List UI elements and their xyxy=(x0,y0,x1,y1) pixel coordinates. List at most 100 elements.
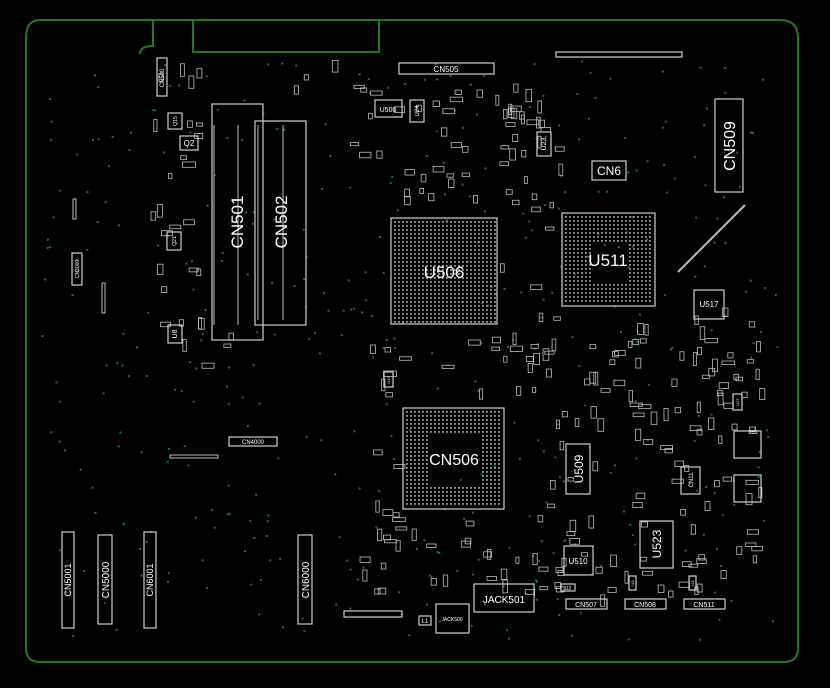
connector-cn4000[interactable]: CN4000 xyxy=(228,436,278,447)
bga-ball xyxy=(645,260,647,262)
chip-u511[interactable]: U511 xyxy=(561,212,656,307)
chip-u27[interactable]: U27 xyxy=(732,393,743,411)
connector-cn5001[interactable]: CN5001 xyxy=(61,531,75,629)
chip-u24[interactable]: U24 xyxy=(409,99,425,123)
chip-u506[interactable]: U506 xyxy=(390,217,498,325)
passive-component xyxy=(180,155,187,160)
connector-cn501[interactable]: CN501 xyxy=(211,103,264,341)
chip-u13[interactable]: U13 xyxy=(383,371,394,388)
transistor-q21[interactable]: Q21 xyxy=(166,231,182,251)
inductor-l1[interactable]: L1 xyxy=(418,615,432,626)
chip-u3[interactable]: U3 xyxy=(628,575,637,591)
connector-cn5000[interactable]: CN5000 xyxy=(97,534,113,625)
transistor-q15[interactable]: Q15 xyxy=(167,112,183,130)
chip-u4[interactable]: U4 xyxy=(688,575,697,591)
bga-ball xyxy=(482,483,484,485)
bga-ball xyxy=(498,495,500,497)
bga-ball xyxy=(593,224,595,226)
connector-cn506[interactable]: CN506 xyxy=(402,407,505,510)
via xyxy=(111,135,114,138)
connector-cn507[interactable]: CN507 xyxy=(565,598,608,610)
bga-ball xyxy=(434,265,436,267)
transistor-q2[interactable]: Q2 xyxy=(179,135,199,151)
bga-ball xyxy=(649,260,651,262)
chip-u23[interactable]: U23 xyxy=(536,131,552,157)
bga-ball xyxy=(605,216,607,218)
bga-ball xyxy=(422,459,424,461)
via xyxy=(192,400,195,403)
bga-ball xyxy=(410,447,412,449)
bga-ball xyxy=(490,415,492,417)
via xyxy=(213,526,216,529)
bga-ball xyxy=(414,241,416,243)
bga-ball xyxy=(442,415,444,417)
bga-ball xyxy=(498,447,500,449)
bga-ball xyxy=(450,419,452,421)
connector-cn11[interactable]: CN11 xyxy=(680,466,701,495)
bga-ball xyxy=(462,269,464,271)
bga-ball xyxy=(589,252,591,254)
bga-ball xyxy=(470,309,472,311)
bga-ball xyxy=(613,236,615,238)
passive-component xyxy=(549,202,554,209)
via xyxy=(415,547,418,550)
bga-ball xyxy=(418,471,420,473)
bga-ball xyxy=(577,284,579,286)
jack-500[interactable]: JACK500 xyxy=(435,603,470,634)
chip-u509[interactable]: U509 xyxy=(565,443,591,495)
bga-ball xyxy=(569,244,571,246)
connector-cn502[interactable]: CN502 xyxy=(254,120,307,326)
connector-cn511[interactable]: CN511 xyxy=(683,598,726,610)
passive-component xyxy=(614,350,626,356)
connector-cn6001[interactable]: CN6001 xyxy=(143,531,157,629)
bga-ball xyxy=(641,244,643,246)
bga-ball xyxy=(486,451,488,453)
bga-ball xyxy=(589,300,591,302)
connector-cn508[interactable]: CN508 xyxy=(624,598,667,610)
via xyxy=(46,238,49,241)
chip-u500[interactable]: U500 xyxy=(374,99,403,118)
bga-ball xyxy=(569,264,571,266)
bga-ball xyxy=(605,288,607,290)
bga-ball xyxy=(569,276,571,278)
passive-component xyxy=(446,173,454,178)
chip-u8[interactable]: U8 xyxy=(167,324,183,344)
chip-u517[interactable]: U517 xyxy=(693,289,725,320)
via xyxy=(301,617,304,620)
connector-top-strip[interactable] xyxy=(555,51,683,58)
bga-ball xyxy=(486,285,488,287)
bga-ball xyxy=(585,232,587,234)
connector-cn6[interactable]: CN6 xyxy=(591,160,627,181)
bga-ball xyxy=(430,221,432,223)
bga-ball xyxy=(438,281,440,283)
bga-ball xyxy=(494,471,496,473)
bga-ball xyxy=(649,244,651,246)
connector-cn509[interactable]: CN509 xyxy=(714,98,744,193)
bga-ball xyxy=(398,245,400,247)
chip-u2[interactable]: U2 xyxy=(560,583,576,592)
cn502-label: CN502 xyxy=(272,196,291,249)
bga-ball xyxy=(577,244,579,246)
bga-ball xyxy=(454,415,456,417)
chip-u523[interactable]: U523 xyxy=(639,520,674,569)
bga-ball xyxy=(621,224,623,226)
via xyxy=(117,445,120,448)
via xyxy=(750,131,753,134)
bga-ball xyxy=(498,423,500,425)
connector-cn500[interactable]: CN500 xyxy=(156,57,168,97)
bga-ball xyxy=(629,244,631,246)
u27-label: U27 xyxy=(735,398,740,406)
bga-ball xyxy=(466,321,468,323)
bga-ball xyxy=(486,459,488,461)
bga-ball xyxy=(410,309,412,311)
bga-ball xyxy=(486,491,488,493)
connector-cn505[interactable]: CN505 xyxy=(398,62,495,75)
chip-u510[interactable]: U510 xyxy=(563,545,594,576)
connector-cn3000[interactable]: CN3000 xyxy=(71,252,83,286)
bga-ball xyxy=(426,475,428,477)
connector-cn6000[interactable]: CN6000 xyxy=(297,534,313,625)
bga-ball xyxy=(573,284,575,286)
bga-ball xyxy=(446,245,448,247)
jack-501[interactable]: JACK501 xyxy=(473,583,535,613)
